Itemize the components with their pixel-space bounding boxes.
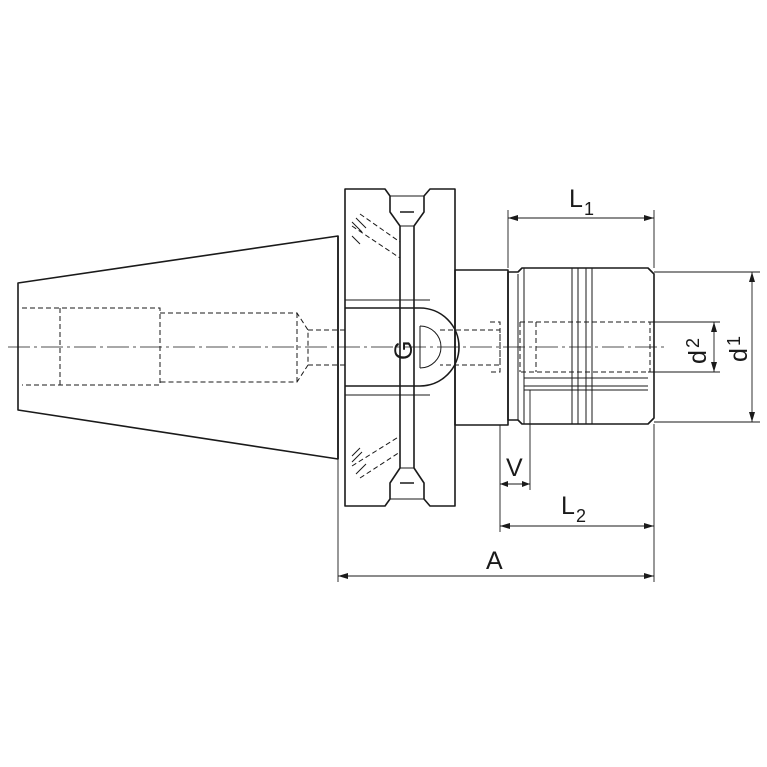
label-d1-sub: 1	[724, 336, 744, 346]
coolant-bore	[345, 307, 501, 387]
label-A: A	[486, 547, 503, 575]
dimension-d2	[648, 321, 720, 373]
label-d1: d	[725, 348, 753, 362]
label-L2: L	[561, 492, 575, 520]
clamping-sleeve	[507, 267, 655, 425]
dimension-L1	[507, 210, 655, 268]
label-L1: L	[569, 185, 583, 213]
dimension-V	[499, 390, 531, 490]
flange	[337, 188, 456, 507]
label-d2-sub: 2	[683, 338, 703, 348]
label-G: G	[390, 341, 418, 360]
label-d2: d	[684, 350, 712, 364]
collar	[454, 269, 509, 426]
dimension-A	[337, 459, 655, 582]
taper-shank	[17, 235, 345, 460]
label-L1-sub: 1	[584, 199, 594, 219]
dimension-L2	[499, 424, 655, 532]
label-V: V	[506, 454, 523, 482]
dimension-d1	[654, 271, 760, 423]
label-L2-sub: 2	[576, 506, 586, 526]
